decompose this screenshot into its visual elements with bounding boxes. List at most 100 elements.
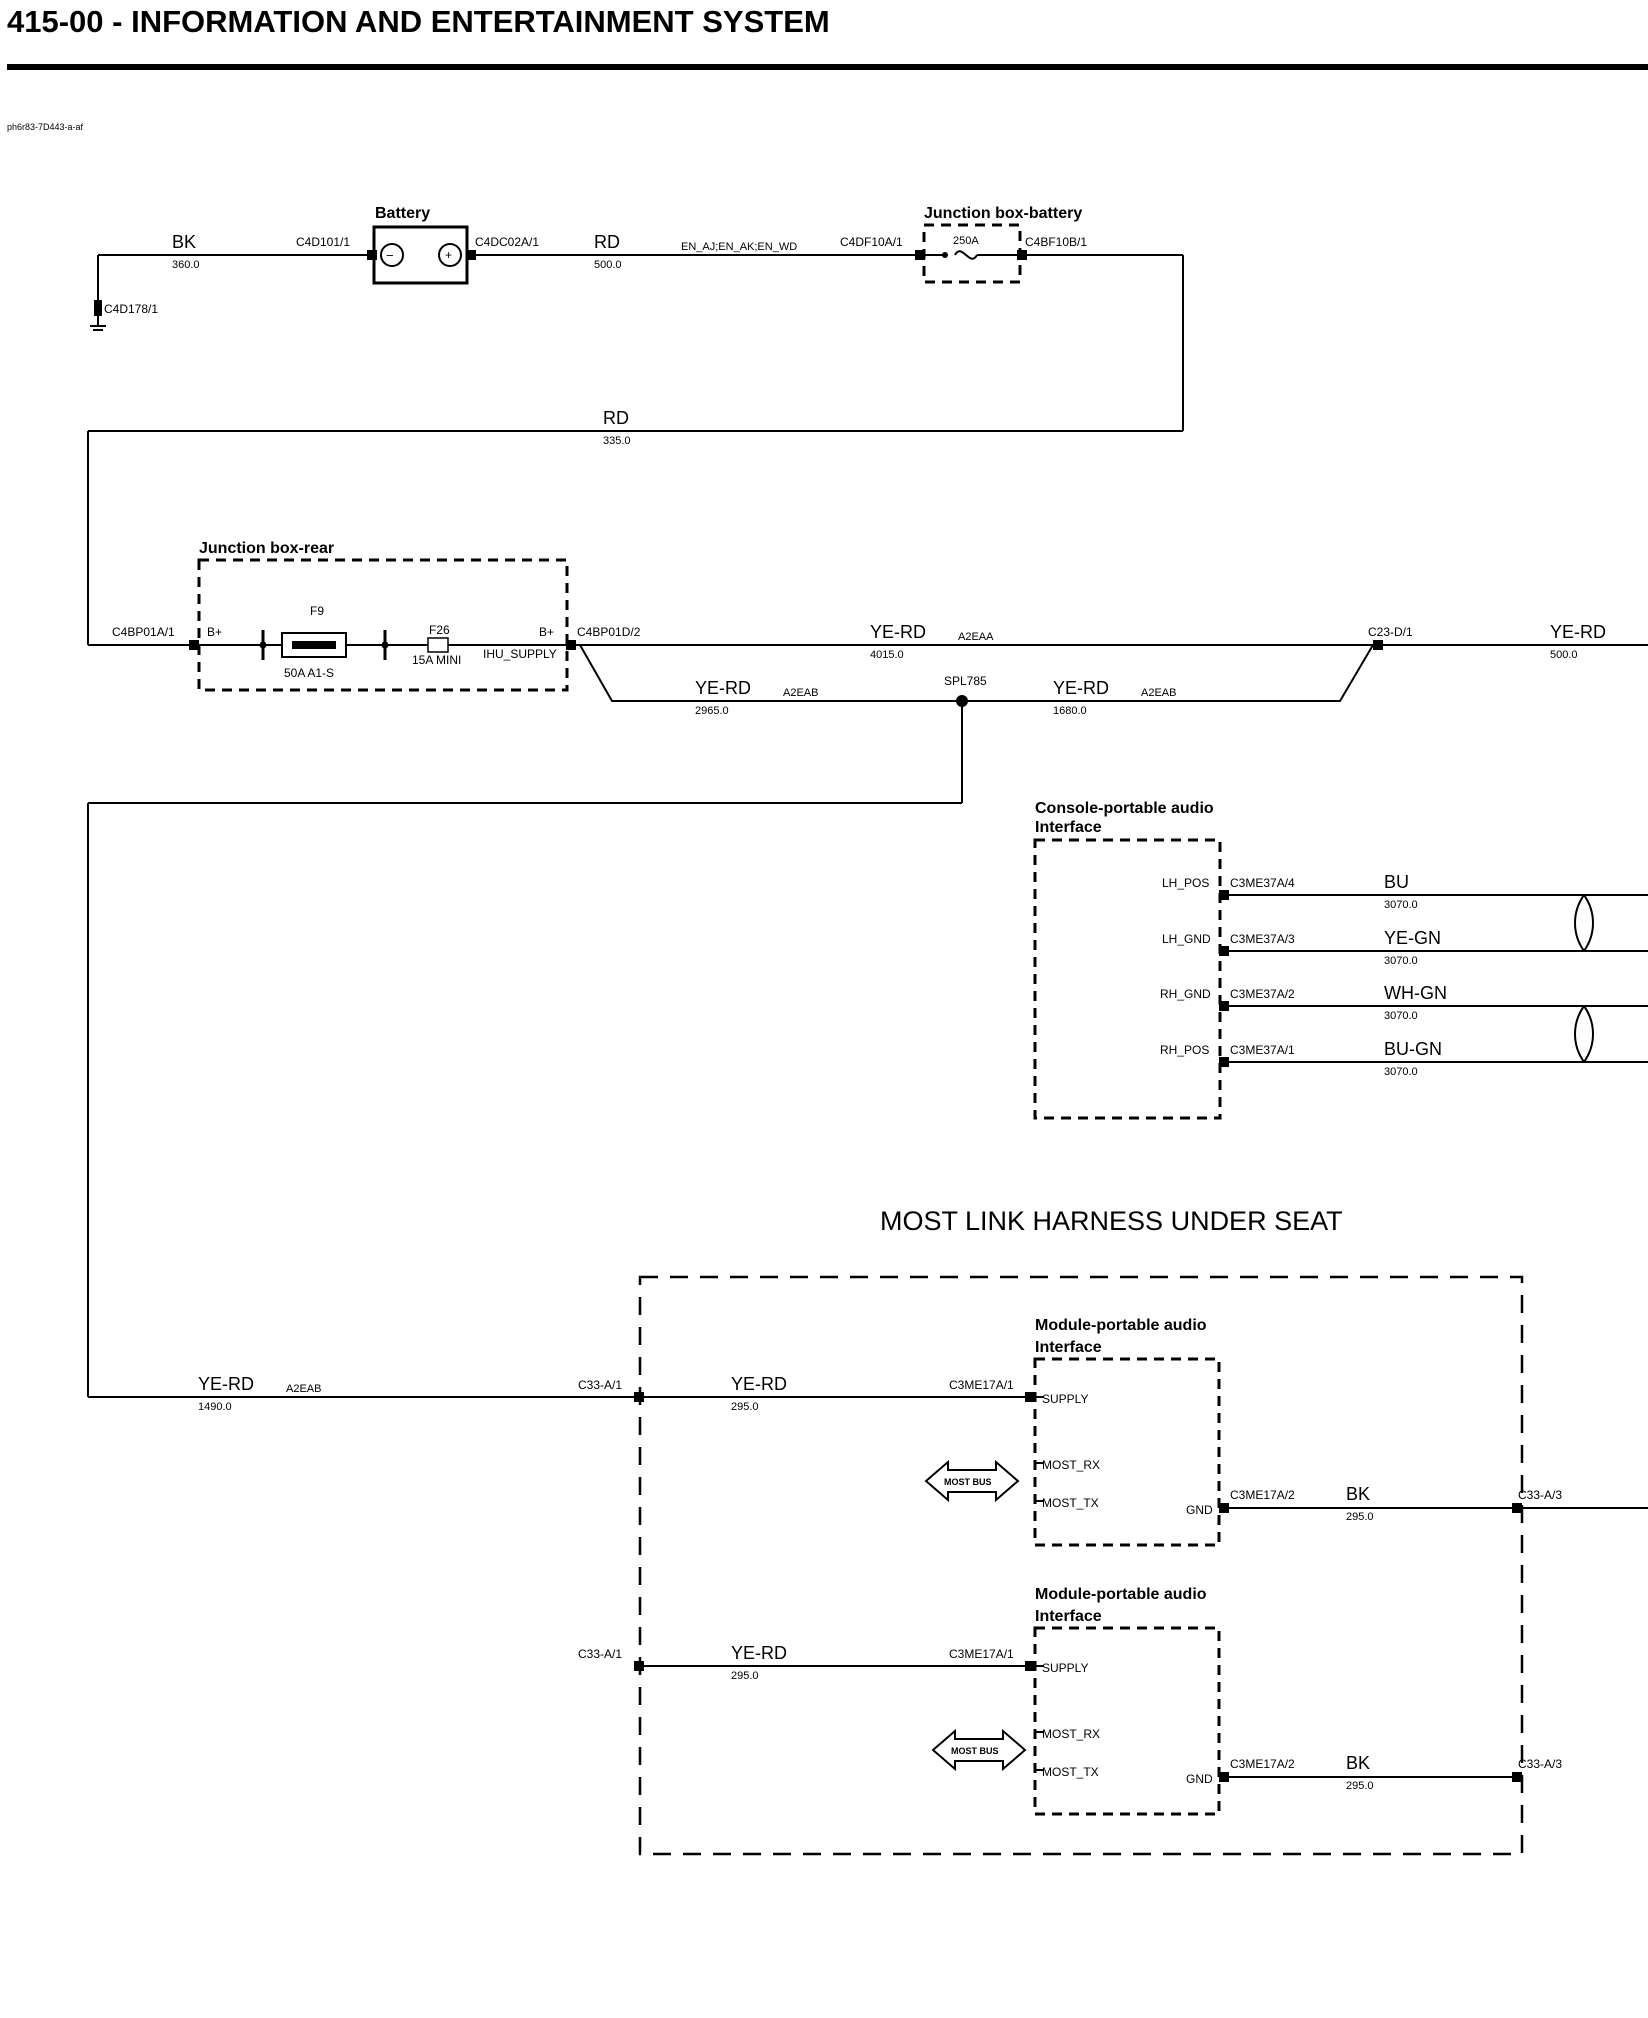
connector-c4d101-label: C4D101/1 xyxy=(296,235,350,249)
wire-yerd-b1-color: YE-RD xyxy=(695,678,751,698)
wire-bu-color: BU xyxy=(1384,872,1409,892)
connector-c4dc02a-label: C4DC02A/1 xyxy=(475,235,539,249)
wire-yerd-b2-color: YE-RD xyxy=(1053,678,1109,698)
wire-rd-mid-length: 335.0 xyxy=(603,435,631,447)
module2-pin-gnd: GND xyxy=(1186,1772,1213,1786)
battery-symbol xyxy=(367,225,476,285)
jb-battery-title: Junction box-battery xyxy=(924,205,1082,222)
connector-c33a1-bot-label: C33-A/1 xyxy=(578,1647,622,1661)
module2-wiring xyxy=(634,1661,1522,1782)
circuit-top-label: EN_AJ;EN_AK;EN_WD xyxy=(681,241,797,253)
wire-yegn-length: 3070.0 xyxy=(1384,955,1418,967)
connector-c23d xyxy=(1373,640,1383,650)
module1-pin-most-rx: MOST_RX xyxy=(1042,1458,1100,1472)
pin-rh-gnd: RH_GND xyxy=(1160,987,1211,1001)
module2-box xyxy=(1033,1626,1221,1816)
module2-pin-most-tx: MOST_TX xyxy=(1042,1765,1099,1779)
connector-c4bp01a-label: C4BP01A/1 xyxy=(112,625,175,639)
pin-rh-pos: RH_POS xyxy=(1160,1043,1209,1057)
wire-yerd-low-length: 1490.0 xyxy=(198,1401,232,1413)
fuse-mega-rating: 250A xyxy=(953,235,979,247)
wire-whgn-length: 3070.0 xyxy=(1384,1010,1418,1022)
wire-yerd-main-circuit: A2EAA xyxy=(958,631,994,643)
connector-c3me17a1-top-label: C3ME17A/1 xyxy=(949,1378,1014,1392)
wire-yerd-right-length: 500.0 xyxy=(1550,649,1578,661)
page-title: 415-00 - INFORMATION AND ENTERTAINMENT S… xyxy=(7,4,830,39)
pin-ihu-supply: IHU_SUPPLY xyxy=(483,647,557,661)
battery-title: Battery xyxy=(375,205,430,222)
wire-whgn-color: WH-GN xyxy=(1384,983,1447,1003)
connector-c4bf10b-label: C4BF10B/1 xyxy=(1025,235,1087,249)
wire-yerd-low-circuit: A2EAB xyxy=(286,1383,321,1395)
connector-c23d-label: C23-D/1 xyxy=(1368,625,1413,639)
module1-most-bus: MOST BUS xyxy=(944,1477,992,1487)
wire-yerd-branch xyxy=(87,644,1374,1398)
fuse-f26-name: F26 xyxy=(429,623,450,637)
connector-c3me17a1-bot-label: C3ME17A/1 xyxy=(949,1647,1014,1661)
connector-c3me37a4-label: C3ME37A/4 xyxy=(1230,876,1295,890)
pin-lh-pos: LH_POS xyxy=(1162,876,1209,890)
wire-yerd-right-color: YE-RD xyxy=(1550,622,1606,642)
wire-bu-length: 3070.0 xyxy=(1384,899,1418,911)
jb-rear-title: Junction box-rear xyxy=(199,540,334,557)
module1-title: Module-portable audio Interface xyxy=(1035,1317,1211,1356)
image-id: ph6r83-7D443-a-af xyxy=(7,122,84,132)
module2-pin-supply: SUPPLY xyxy=(1042,1661,1088,1675)
wire-bugn-length: 3070.0 xyxy=(1384,1066,1418,1078)
ground-branch xyxy=(90,254,372,331)
wire-yerd-b1-circuit: A2EAB xyxy=(783,687,818,699)
module2-pin-most-rx: MOST_RX xyxy=(1042,1727,1100,1741)
harness-box xyxy=(638,1275,1524,1856)
connector-c3me37a1-label: C3ME37A/1 xyxy=(1230,1043,1295,1057)
connector-c4d178-label: C4D178/1 xyxy=(104,302,158,316)
connector-c3me37a2-label: C3ME37A/2 xyxy=(1230,987,1295,1001)
wire-yerd-m2-color: YE-RD xyxy=(731,1643,787,1663)
wire-yerd-b2-circuit: A2EAB xyxy=(1141,687,1176,699)
jb-rear-box xyxy=(189,558,576,692)
wire-yerd-m2-length: 295.0 xyxy=(731,1670,759,1682)
module1-pin-gnd: GND xyxy=(1186,1503,1213,1517)
connector-c3me17a2-top-label: C3ME17A/2 xyxy=(1230,1488,1295,1502)
wire-bk-m1-length: 295.0 xyxy=(1346,1511,1374,1523)
module2-most-bus: MOST BUS xyxy=(951,1746,999,1756)
splice-label: SPL785 xyxy=(944,674,987,688)
wire-bk-top-length: 360.0 xyxy=(172,259,200,271)
fuse-f9-name: F9 xyxy=(310,604,324,618)
pin-bplus-left: B+ xyxy=(207,625,222,639)
connector-c33a3-bot-label: C33-A/3 xyxy=(1518,1757,1562,1771)
connector-c33a1-top-label: C33-A/1 xyxy=(578,1378,622,1392)
console-wires xyxy=(1219,890,1648,1067)
wire-yerd-low-color: YE-RD xyxy=(198,1374,254,1394)
wire-yerd-b2-length: 1680.0 xyxy=(1053,705,1087,717)
harness-label: MOST LINK HARNESS UNDER SEAT xyxy=(880,1206,1343,1236)
fuse-f26-rating: 15A MINI xyxy=(412,653,461,667)
pin-bplus-right: B+ xyxy=(539,625,554,639)
wire-rd-top-color: RD xyxy=(594,232,620,252)
battery-neg-symbol: − xyxy=(386,248,394,263)
wire-yerd-main-length: 4015.0 xyxy=(870,649,904,661)
pin-lh-gnd: LH_GND xyxy=(1162,932,1211,946)
module2-title: Module-portable audio Interface xyxy=(1035,1586,1211,1625)
wire-rd-mid-color: RD xyxy=(603,408,629,428)
wire-yerd-main-color: YE-RD xyxy=(870,622,926,642)
module1-box xyxy=(1033,1357,1221,1547)
module1-pin-supply: SUPPLY xyxy=(1042,1392,1088,1406)
wire-rd-mid xyxy=(87,255,1184,646)
wire-bugn-color: BU-GN xyxy=(1384,1039,1442,1059)
connector-c4df10a-label: C4DF10A/1 xyxy=(840,235,903,249)
connector-c3me37a3-label: C3ME37A/3 xyxy=(1230,932,1295,946)
battery-pos-symbol: + xyxy=(445,248,452,262)
wire-bk-m2-color: BK xyxy=(1346,1753,1370,1773)
wire-yerd-m1-length: 295.0 xyxy=(731,1401,759,1413)
connector-c33a3-top-label: C33-A/3 xyxy=(1518,1488,1562,1502)
wire-yerd-b1-length: 2965.0 xyxy=(695,705,729,717)
console-box xyxy=(1033,838,1222,1120)
jb-battery-box xyxy=(915,223,1183,284)
connector-c4bp01d-label: C4BP01D/2 xyxy=(577,625,641,639)
header-rule xyxy=(7,64,1648,70)
wire-yerd-m1-color: YE-RD xyxy=(731,1374,787,1394)
module1-pin-most-tx: MOST_TX xyxy=(1042,1496,1099,1510)
wire-bk-m1-color: BK xyxy=(1346,1484,1370,1504)
console-title: Console-portable audio Interface xyxy=(1035,800,1218,836)
